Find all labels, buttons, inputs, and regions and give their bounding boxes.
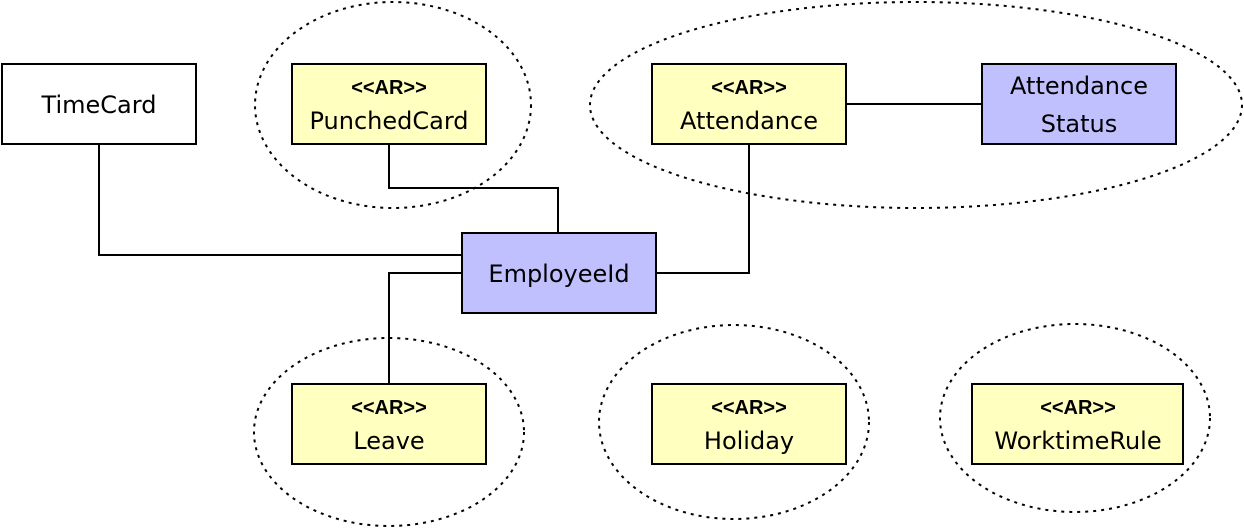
holiday-node: <<AR>> Holiday (651, 383, 847, 465)
attendance-employeeid-connector (656, 144, 750, 274)
attendance-status-box (981, 63, 1177, 145)
worktimerule-box (971, 383, 1184, 465)
attendance-node: <<AR>> Attendance (651, 63, 847, 145)
employeeid-box (461, 232, 657, 314)
holiday-stereotype: <<AR>> (711, 397, 787, 419)
worktimerule-aggregate-boundary (939, 323, 1211, 513)
punchedcard-aggregate-boundary (254, 1, 532, 209)
punchedcard-node: <<AR>> PunchedCard (291, 63, 487, 145)
timecard-node: TimeCard (1, 63, 197, 145)
employeeid-leave-connector (388, 272, 462, 384)
leave-box (291, 383, 487, 465)
worktimerule-stereotype: <<AR>> (1040, 397, 1116, 419)
punchedcard-employeeid-connector (388, 144, 559, 233)
holiday-aggregate-boundary (598, 324, 870, 520)
attendance-aggregate-boundary (589, 1, 1243, 209)
leave-stereotype: <<AR>> (351, 397, 427, 419)
worktimerule-node: <<AR>> WorktimeRule (971, 383, 1184, 465)
attendance-stereotype: <<AR>> (711, 77, 787, 99)
leave-node: <<AR>> Leave (291, 383, 487, 465)
punchedcard-box (291, 63, 487, 145)
timecard-employeeid-connector (98, 144, 462, 256)
leave-label: Leave (353, 427, 424, 455)
employeeid-node: EmployeeId (461, 232, 657, 314)
punchedcard-label: PunchedCard (309, 107, 468, 135)
attendance-box (651, 63, 847, 145)
holiday-label: Holiday (704, 427, 794, 455)
holiday-box (651, 383, 847, 465)
timecard-box (1, 63, 197, 145)
attendance-status-label-line1: Attendance (1010, 72, 1148, 100)
attendance-status-label-line2: Status (1041, 110, 1117, 138)
punchedcard-stereotype: <<AR>> (351, 77, 427, 99)
attendance-label: Attendance (680, 107, 818, 135)
attendance-status-node: Attendance Status (981, 63, 1177, 145)
employeeid-label: EmployeeId (488, 260, 629, 288)
worktimerule-label: WorktimeRule (994, 427, 1161, 455)
timecard-label: TimeCard (41, 91, 157, 119)
leave-aggregate-boundary (253, 337, 525, 527)
